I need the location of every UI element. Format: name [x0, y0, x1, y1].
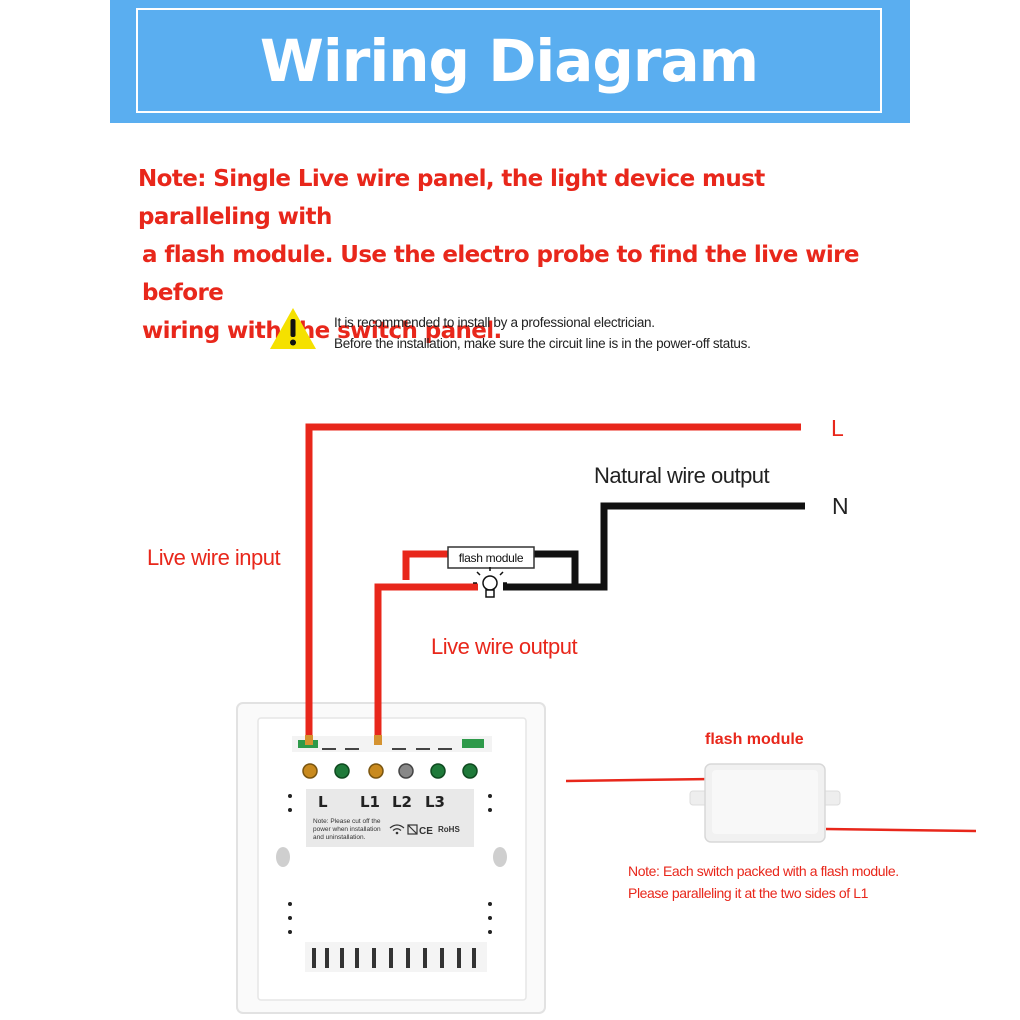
live-output-label: Live wire output: [431, 634, 578, 659]
warning-line-2: Before the installation, make sure the c…: [334, 336, 751, 351]
terminal-L3: L3: [425, 793, 445, 811]
light-bulb-icon: [473, 567, 507, 598]
svg-text:CE: CE: [419, 826, 433, 836]
header-banner: Wiring Diagram: [110, 0, 910, 123]
flash-module-box: [447, 546, 535, 569]
warning-text: It is recommended to install by a profes…: [334, 312, 751, 354]
flash-module-note: Note: Each switch packed with a flash mo…: [628, 860, 899, 904]
switch-panel: [236, 702, 546, 1014]
wire-tip: [305, 735, 313, 745]
live-wires: [305, 423, 801, 741]
live-input-label: Live wire input: [147, 545, 281, 570]
terminal-L: L: [318, 793, 328, 811]
banner-frame: Wiring Diagram: [136, 8, 882, 113]
note-line-1: Note: Single Live wire panel, the light …: [138, 166, 765, 230]
note-line-2: a flash module. Use the electro probe to…: [142, 242, 859, 306]
wire-tip: [374, 735, 382, 745]
neutral-wires: [503, 502, 805, 591]
panel-small-note: Note: Please cut off the power when inst…: [313, 818, 381, 841]
label-L: L: [831, 415, 844, 441]
flash-module-box-label: flash module: [458, 551, 524, 565]
certification-icons: CE RoHS: [389, 824, 460, 836]
flash-module-note-2: Please paralleling it at the two sides o…: [628, 885, 868, 901]
terminal-L2: L2: [392, 793, 412, 811]
warning-line-1: It is recommended to install by a profes…: [334, 315, 655, 330]
flash-module-note-1: Note: Each switch packed with a flash mo…: [628, 863, 899, 879]
warning-triangle-icon: [270, 308, 316, 349]
flash-module-title: flash module: [705, 731, 804, 748]
wiring-note: Note: Single Live wire panel, the light …: [138, 160, 898, 350]
flash-module-image: [565, 763, 977, 843]
page-title: Wiring Diagram: [259, 26, 759, 95]
natural-wire-label: Natural wire output: [594, 463, 770, 488]
terminal-L1: L1: [360, 793, 380, 811]
note-line-3: wiring with the switch panel.: [142, 318, 502, 344]
svg-text:RoHS: RoHS: [438, 825, 460, 834]
label-N: N: [832, 493, 849, 519]
